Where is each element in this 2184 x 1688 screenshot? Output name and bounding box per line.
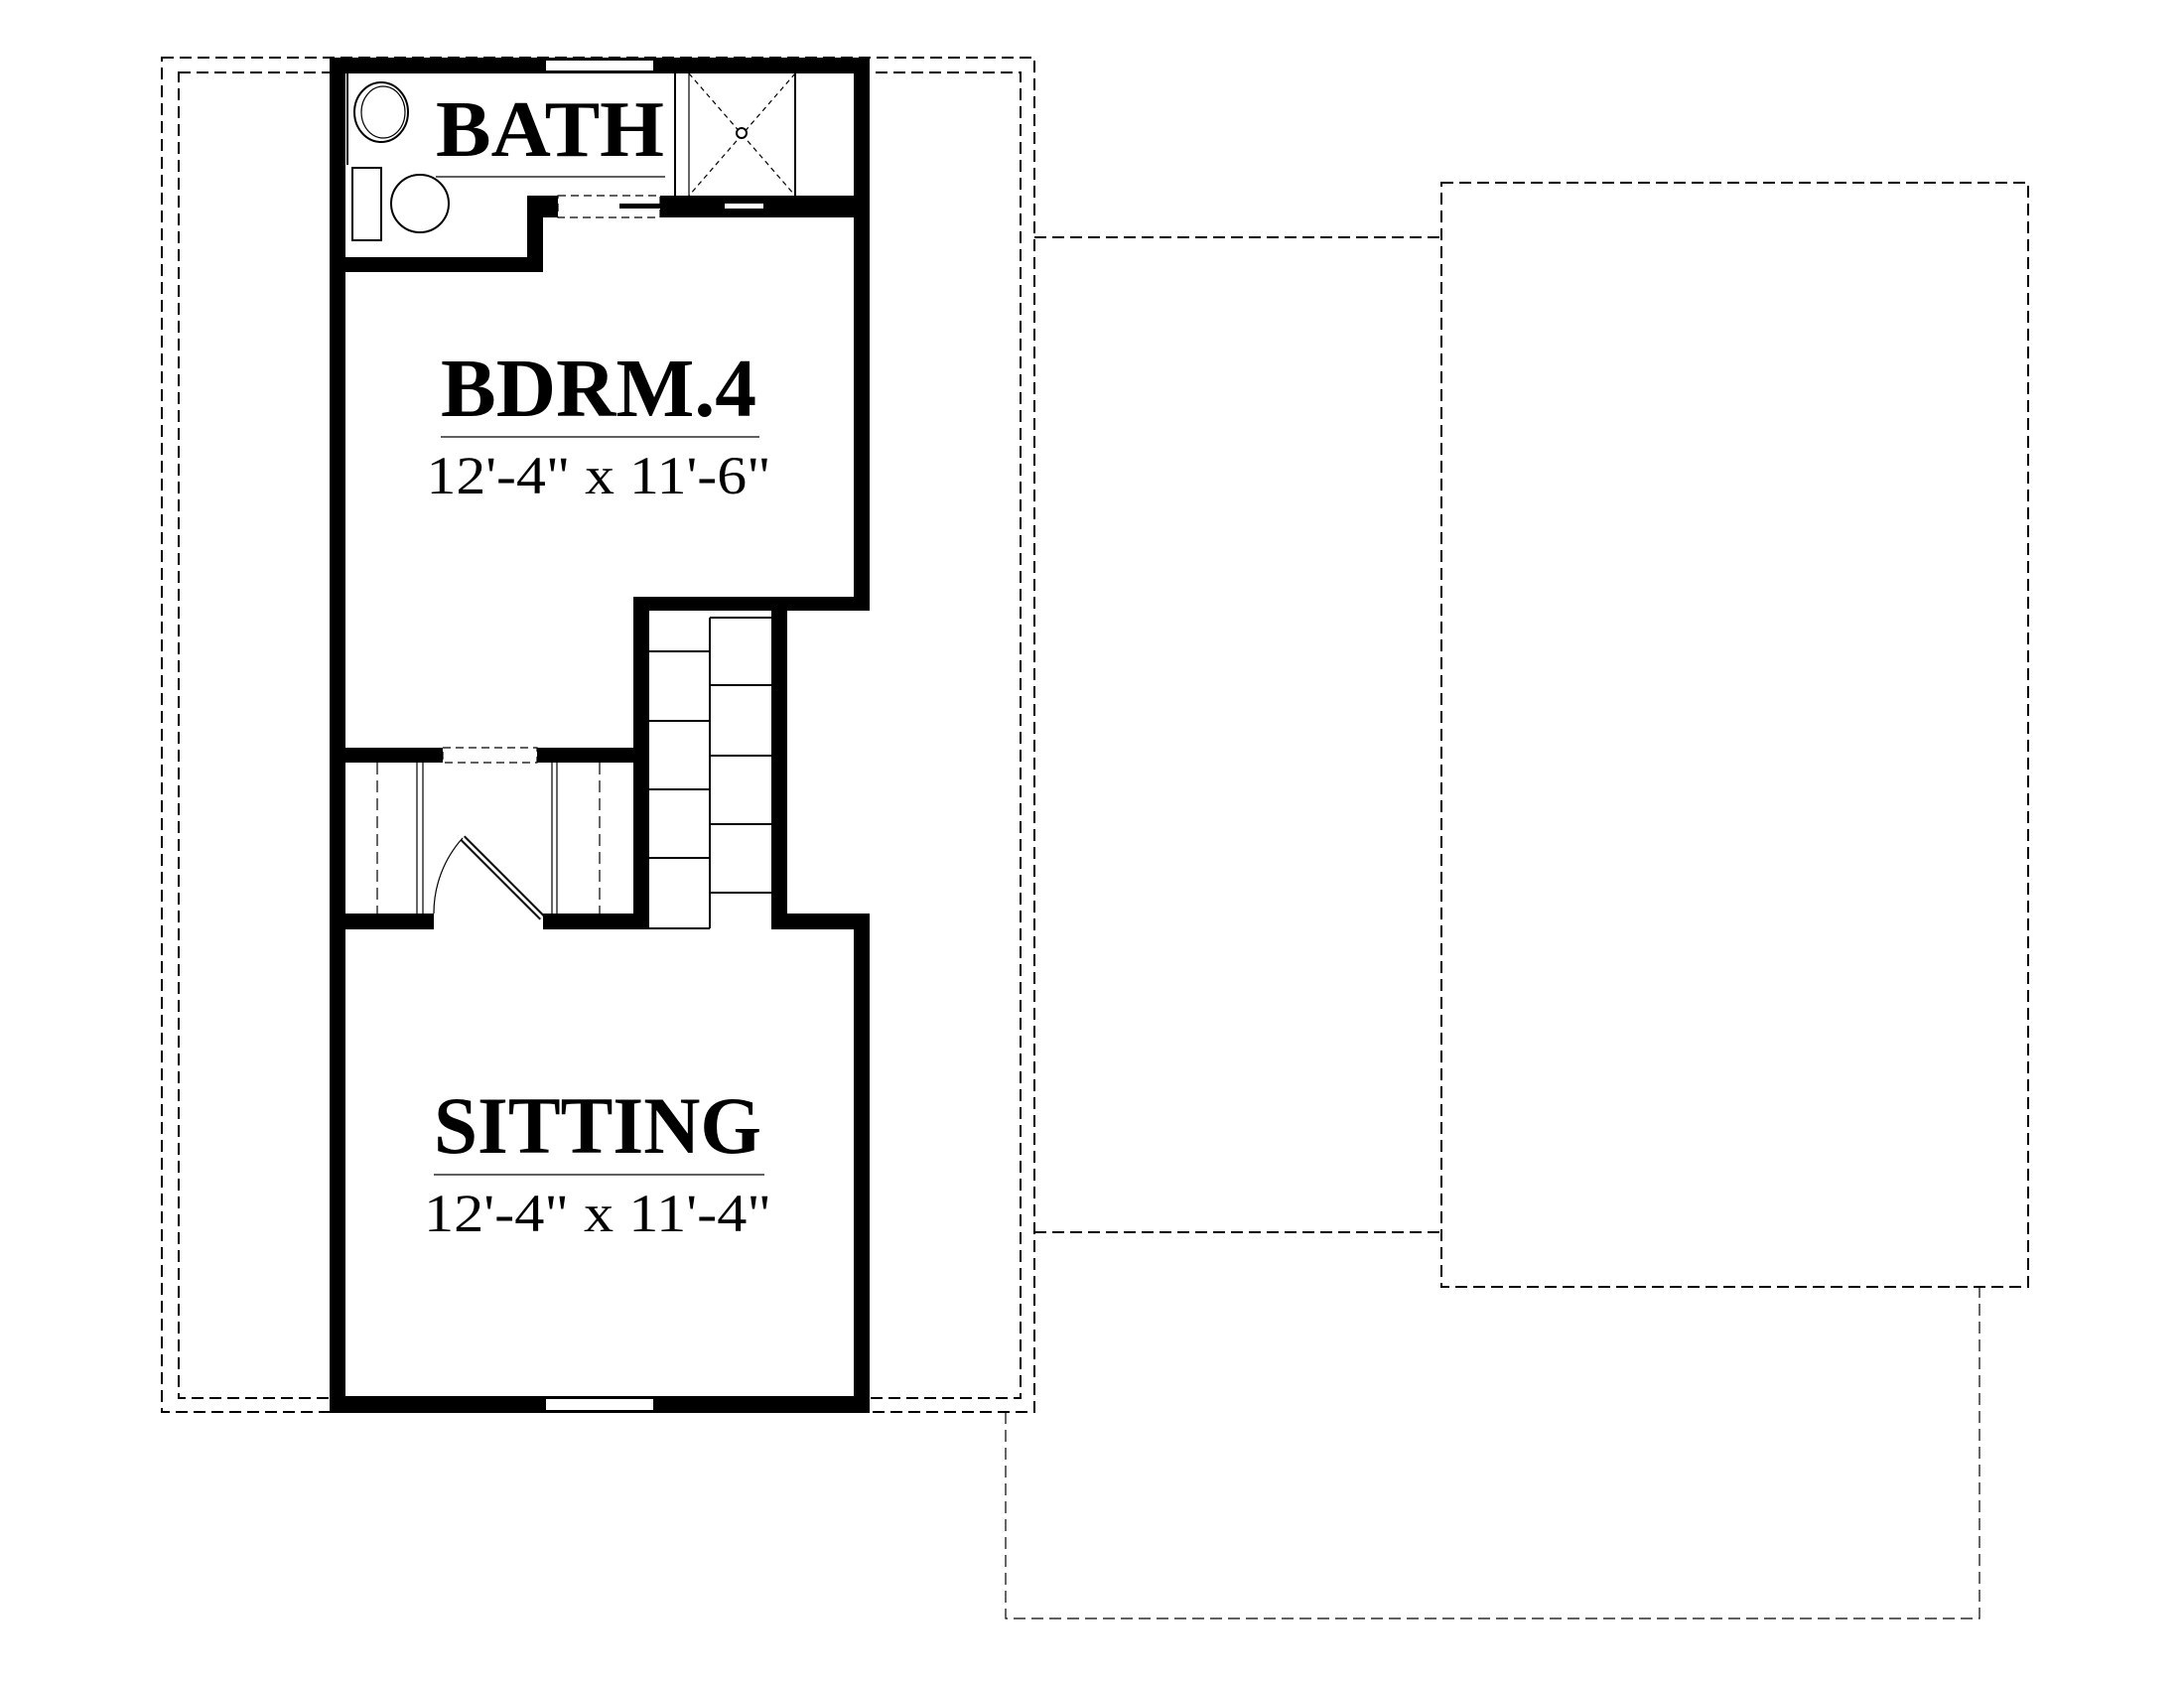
shower-icon <box>674 72 796 197</box>
toilet-bowl-icon <box>390 174 450 233</box>
room-bath: BATH <box>436 86 664 174</box>
window-bottom <box>546 1399 653 1410</box>
walls <box>330 58 870 1413</box>
room-dimensions-sitting: 12'-4" x 11'-4" <box>424 1184 771 1243</box>
sink-icon <box>353 81 409 143</box>
closets <box>376 747 601 920</box>
room-label-sitting: SITTING <box>434 1080 761 1171</box>
stairs <box>649 617 771 929</box>
window-top <box>546 61 653 70</box>
room-dimensions-bdrm4: 12'-4" x 11'-6" <box>427 446 771 505</box>
toilet-tank-icon <box>351 167 382 241</box>
roof-outline <box>161 57 2029 1619</box>
windows <box>546 61 653 1410</box>
door-swing-icon <box>433 835 545 920</box>
room-label-bdrm4: BDRM.4 <box>441 343 756 435</box>
room-sitting: SITTING 12'-4" x 11'-4" <box>424 1080 771 1243</box>
room-label-bath: BATH <box>436 86 664 174</box>
bath-fixtures <box>346 72 796 241</box>
room-bdrm4: BDRM.4 12'-4" x 11'-6" <box>427 343 771 505</box>
